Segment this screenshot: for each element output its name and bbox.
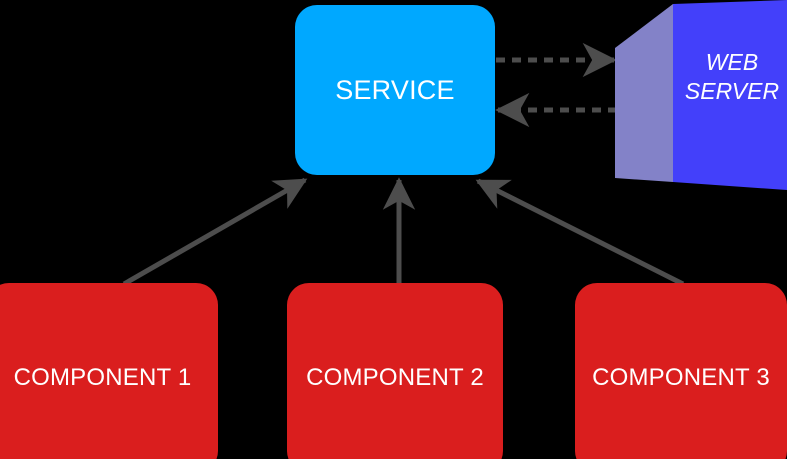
web-server-side-face [615,4,673,182]
web-server-3d-shape [615,0,787,190]
node-component-1[interactable]: COMPONENT 1 [0,283,218,459]
connector-component-1-to-service [122,177,308,287]
node-web-server-label: WEB SERVER [684,49,780,105]
node-component-3-label: COMPONENT 3 [592,364,770,391]
node-component-2-label: COMPONENT 2 [306,364,484,391]
web-server-front-face [673,0,787,190]
node-component-1-label: COMPONENT 1 [13,364,192,391]
node-component-3[interactable]: COMPONENT 3 [575,283,787,459]
node-service[interactable]: SERVICE [295,5,495,175]
node-service-label: SERVICE [335,74,455,105]
node-component-2[interactable]: COMPONENT 2 [287,283,503,459]
connector-component-3-to-service [475,178,685,287]
node-web-server[interactable]: WEB SERVER [605,0,787,190]
